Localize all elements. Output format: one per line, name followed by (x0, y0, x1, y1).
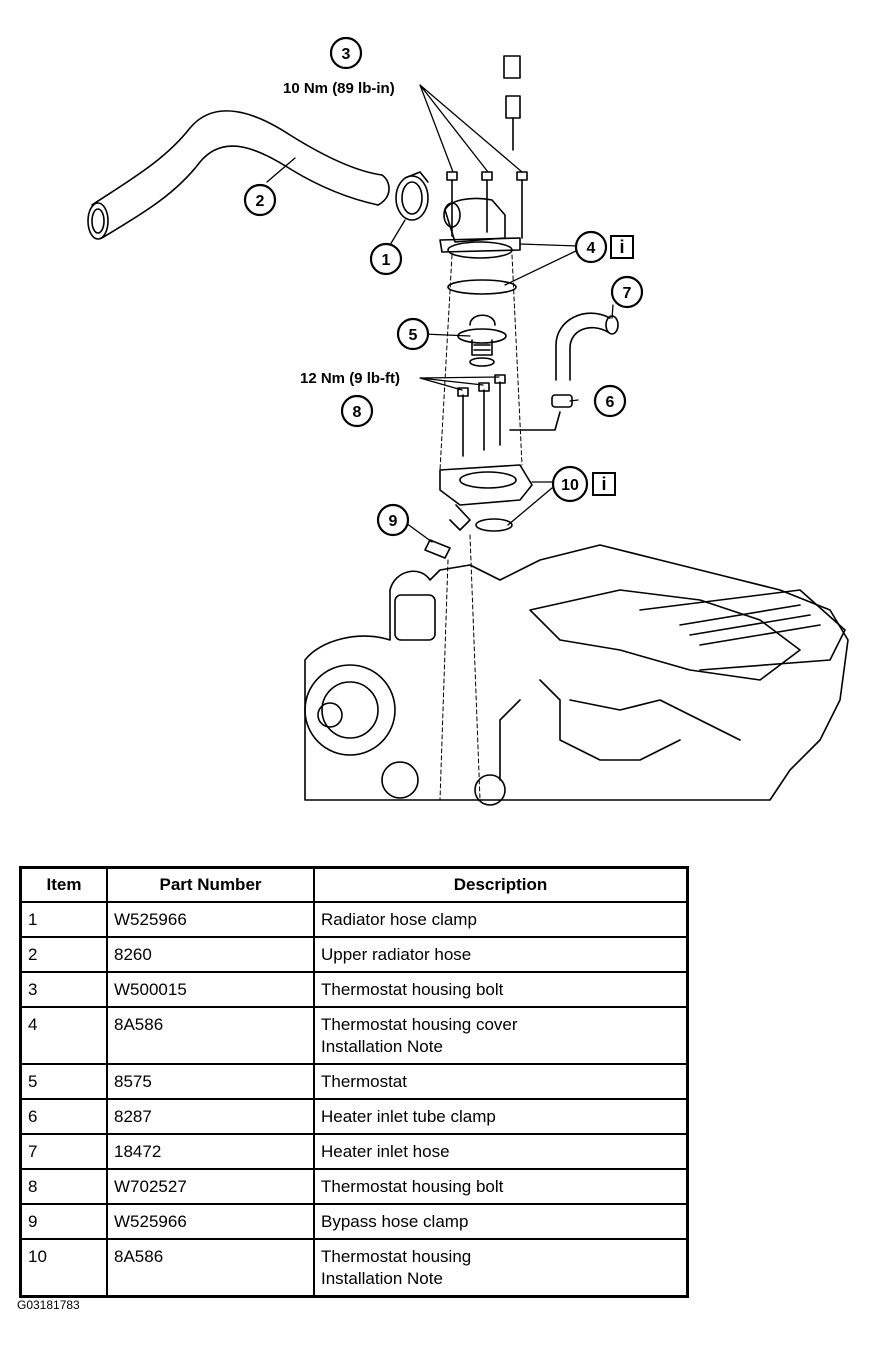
table-row: 1 W525966 Radiator hose clamp (19, 901, 689, 938)
thermostat-housing-drawing (439, 464, 533, 532)
table-row: 7 18472 Heater inlet hose (19, 1133, 689, 1170)
svg-text:6: 6 (606, 394, 615, 411)
item-cell: 10 (19, 1238, 108, 1298)
callout-4: 4 i (574, 230, 634, 264)
table-row: 3 W500015 Thermostat housing bolt (19, 971, 689, 1008)
callout-9: 9 (376, 503, 410, 537)
description-line: Thermostat housing (321, 1247, 472, 1266)
description-line: Bypass hose clamp (321, 1212, 469, 1231)
housing-bolts-drawing (457, 374, 506, 457)
callout-3: 3 (329, 36, 363, 70)
description-cell: Thermostat housing bolt (313, 1168, 689, 1205)
leader-lines (266, 84, 614, 543)
upper-radiator-hose-drawing (87, 110, 390, 240)
description-cell: Upper radiator hose (313, 936, 689, 973)
column-header-item: Item (19, 866, 108, 903)
callout-7: 7 (610, 275, 644, 309)
part-number-cell: W525966 (106, 1203, 315, 1240)
svg-text:2: 2 (256, 193, 265, 210)
part-number-cell: 8A586 (106, 1238, 315, 1298)
callout-8: 8 (340, 394, 374, 428)
svg-text:4: 4 (587, 240, 596, 257)
part-number-cell: 18472 (106, 1133, 315, 1170)
engine-drawing (304, 544, 849, 806)
svg-text:5: 5 (409, 327, 418, 344)
figure-id: G03181783 (17, 1298, 80, 1312)
info-icon: i (601, 474, 606, 494)
part-number-cell: W500015 (106, 971, 315, 1008)
torque-label-cover-bolts: 10 Nm (89 lb-in) (283, 80, 395, 97)
bypass-hose-clamp-drawing (424, 539, 451, 559)
part-number-cell: 8287 (106, 1098, 315, 1135)
table-row: 6 8287 Heater inlet tube clamp (19, 1098, 689, 1135)
exploded-view-diagram: 3 10 Nm (89 lb-in) 2 1 4 i 7 5 12 Nm (9 … (87, 36, 849, 806)
description-line: Thermostat housing bolt (321, 980, 504, 999)
temperature-sensor-drawing (503, 55, 521, 151)
thermostat-drawing (457, 314, 507, 367)
description-line: Thermostat (321, 1072, 407, 1091)
table-row: 10 8A586 Thermostat housing Installation… (19, 1238, 689, 1298)
column-header-part-number: Part Number (106, 866, 315, 903)
callout-1: 1 (369, 242, 403, 276)
item-cell: 5 (19, 1063, 108, 1100)
installation-note-link[interactable]: Installation Note (321, 1037, 443, 1056)
table-header-row: Item Part Number Description (19, 866, 689, 903)
callout-10: 10 i (551, 465, 616, 503)
installation-note-link[interactable]: Installation Note (321, 1269, 443, 1288)
description-cell: Heater inlet hose (313, 1133, 689, 1170)
svg-text:10: 10 (561, 477, 579, 494)
description-cell: Thermostat housing bolt (313, 971, 689, 1008)
description-line: Thermostat housing bolt (321, 1177, 504, 1196)
callout-2: 2 (243, 183, 277, 217)
svg-text:7: 7 (623, 285, 632, 302)
table-row: 9 W525966 Bypass hose clamp (19, 1203, 689, 1240)
svg-text:8: 8 (353, 404, 362, 421)
description-cell: Thermostat housing Installation Note (313, 1238, 689, 1298)
item-cell: 6 (19, 1098, 108, 1135)
item-cell: 3 (19, 971, 108, 1008)
description-line: Thermostat housing cover (321, 1015, 518, 1034)
table-row: 8 W702527 Thermostat housing bolt (19, 1168, 689, 1205)
part-number-cell: W525966 (106, 901, 315, 938)
parts-table: Item Part Number Description 1 W525966 R… (19, 866, 689, 1298)
description-cell: Radiator hose clamp (313, 901, 689, 938)
table-row: 5 8575 Thermostat (19, 1063, 689, 1100)
radiator-hose-clamp-drawing (395, 171, 429, 221)
description-cell: Thermostat housing cover Installation No… (313, 1006, 689, 1065)
alignment-lines (439, 254, 523, 801)
description-line: Radiator hose clamp (321, 910, 477, 929)
item-cell: 8 (19, 1168, 108, 1205)
table-row: 4 8A586 Thermostat housing cover Install… (19, 1006, 689, 1065)
item-cell: 9 (19, 1203, 108, 1240)
item-cell: 7 (19, 1133, 108, 1170)
torque-label-housing-bolts: 12 Nm (9 lb-ft) (300, 370, 400, 387)
cover-gasket-drawing (447, 279, 517, 295)
callout-6: 6 (593, 384, 627, 418)
description-line: Upper radiator hose (321, 945, 472, 964)
cover-bolts-drawing (446, 171, 528, 239)
part-number-cell: W702527 (106, 1168, 315, 1205)
description-cell: Thermostat (313, 1063, 689, 1100)
description-line: Heater inlet hose (321, 1142, 450, 1161)
item-cell: 2 (19, 936, 108, 973)
description-line: Heater inlet tube clamp (321, 1107, 496, 1126)
item-cell: 1 (19, 901, 108, 938)
description-cell: Heater inlet tube clamp (313, 1098, 689, 1135)
part-number-cell: 8A586 (106, 1006, 315, 1065)
column-header-description: Description (313, 866, 689, 903)
info-icon: i (619, 237, 624, 257)
description-cell: Bypass hose clamp (313, 1203, 689, 1240)
svg-text:1: 1 (382, 252, 391, 269)
item-cell: 4 (19, 1006, 108, 1065)
svg-text:3: 3 (342, 46, 351, 63)
callout-5: 5 (396, 317, 430, 351)
part-number-cell: 8575 (106, 1063, 315, 1100)
svg-text:9: 9 (389, 513, 398, 530)
table-row: 2 8260 Upper radiator hose (19, 936, 689, 973)
part-number-cell: 8260 (106, 936, 315, 973)
